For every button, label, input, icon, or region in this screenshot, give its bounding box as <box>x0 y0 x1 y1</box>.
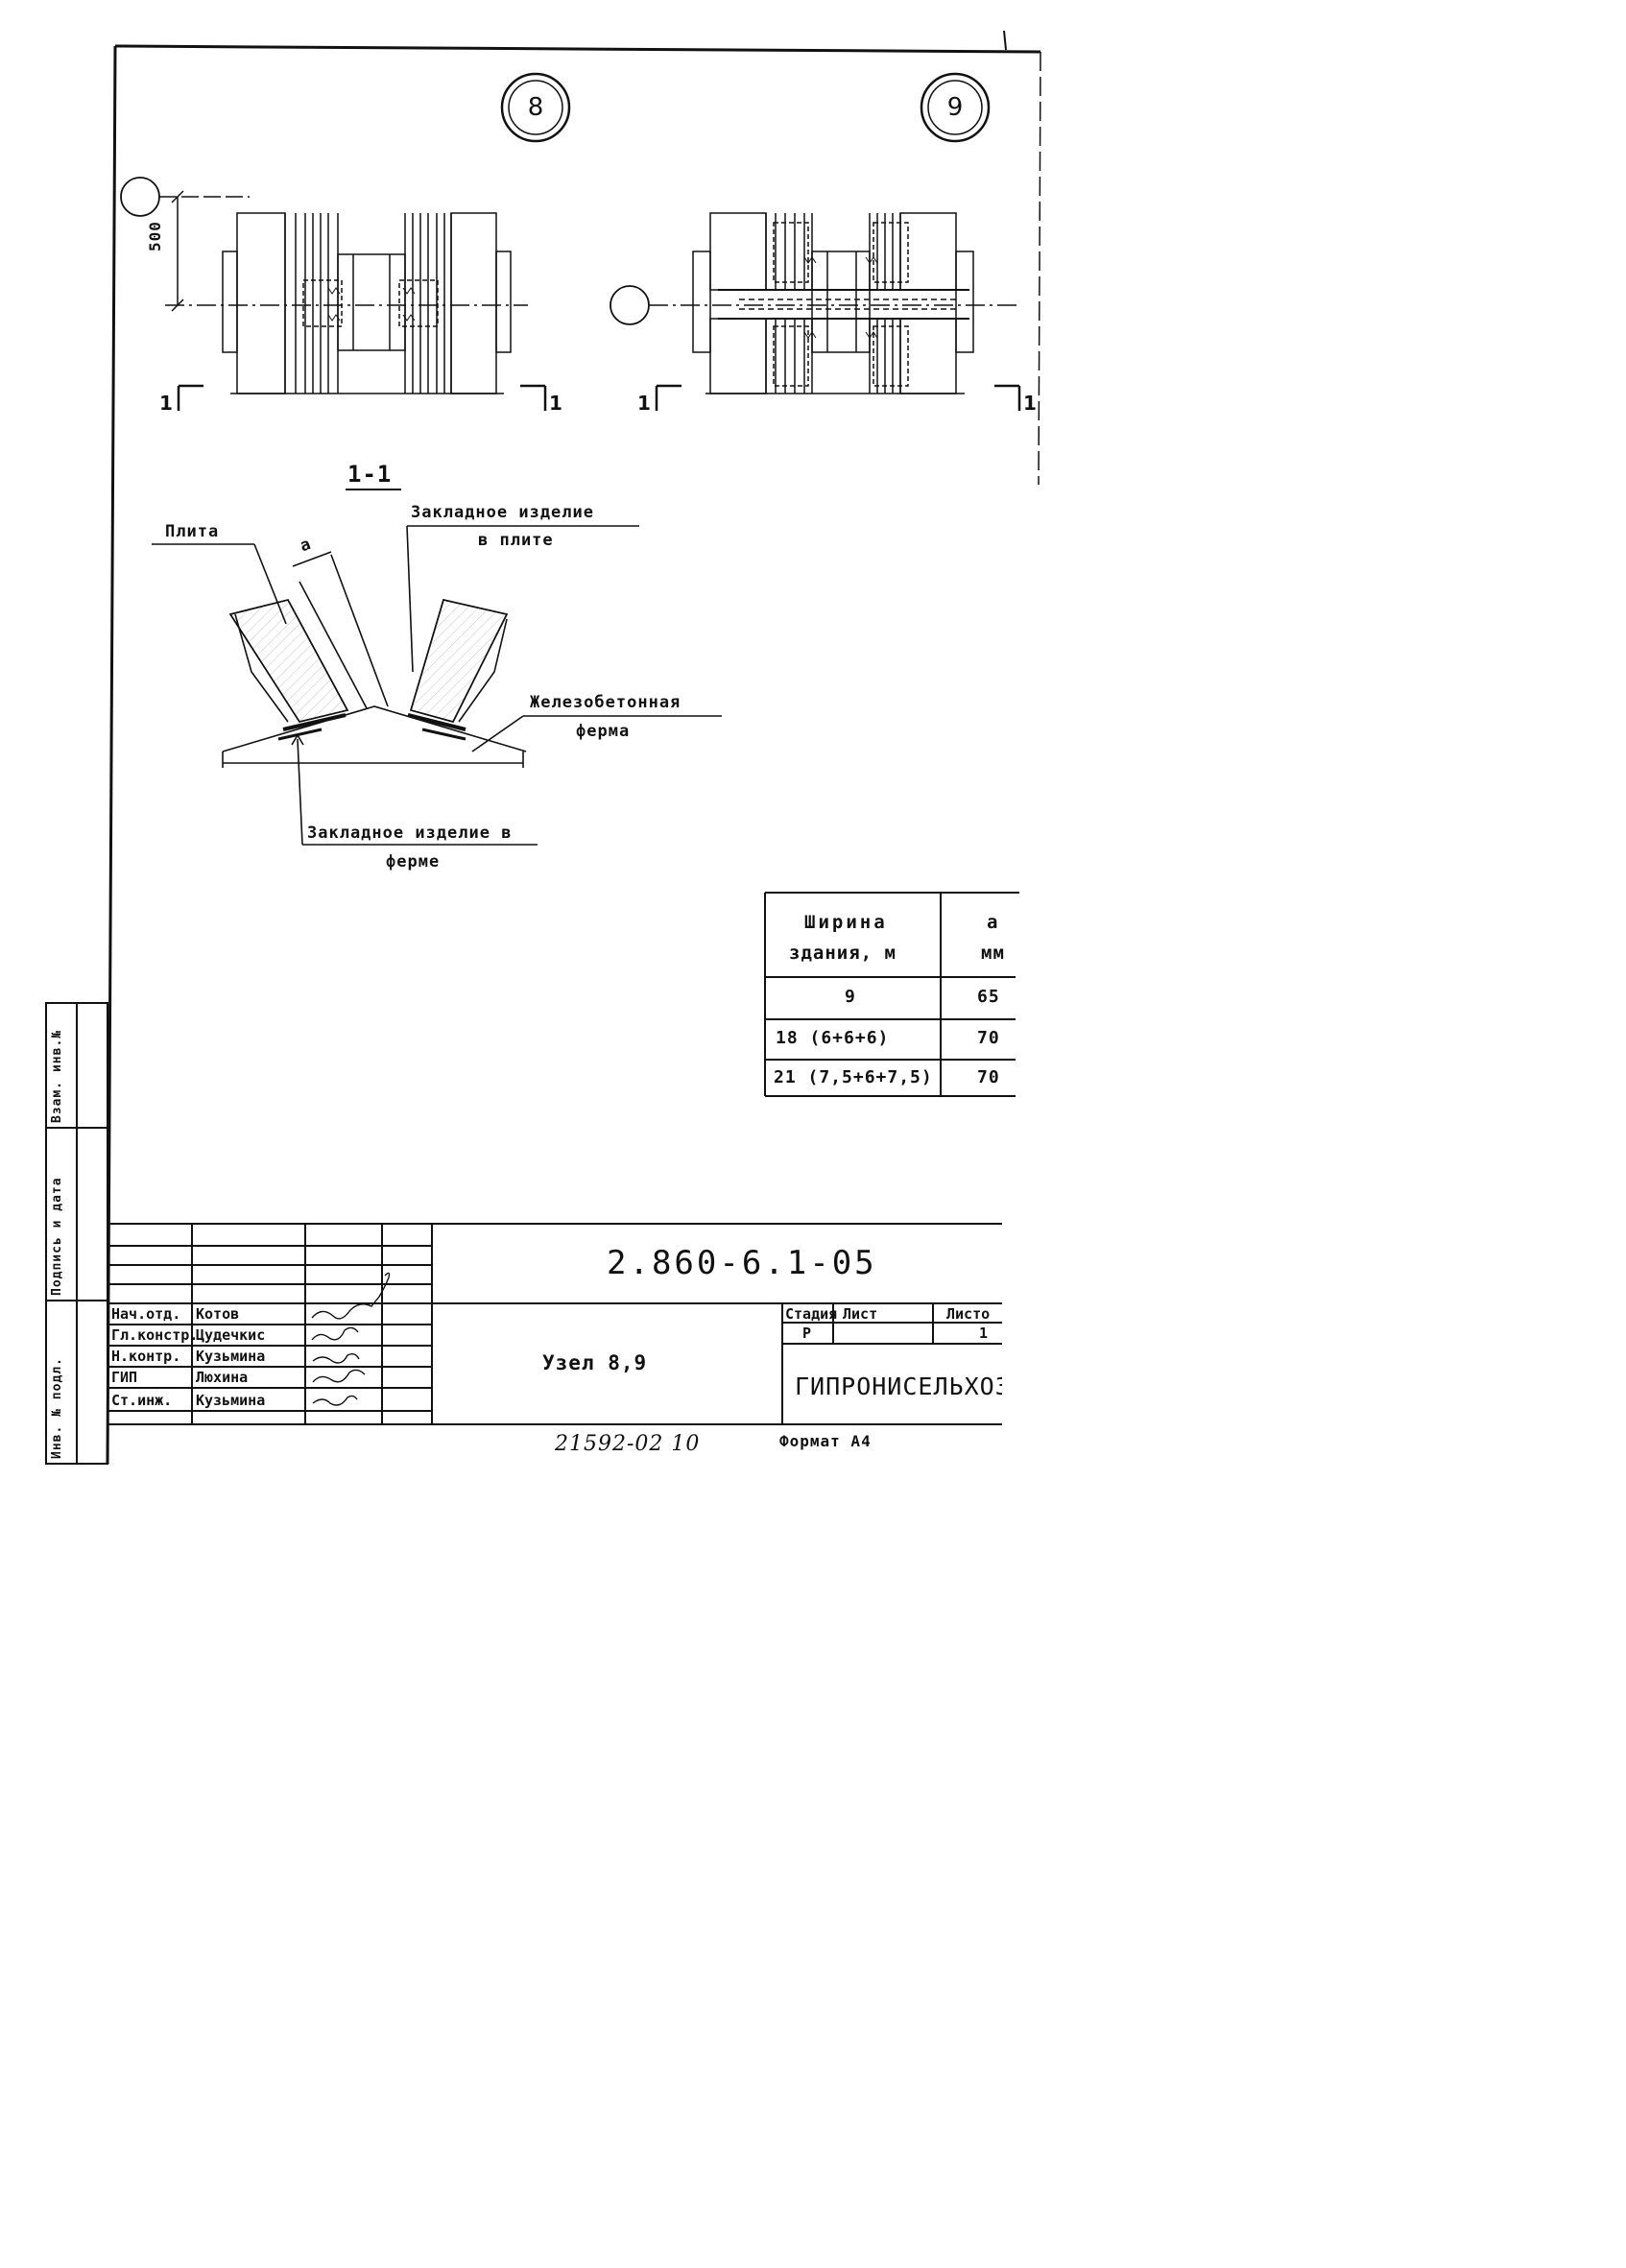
side-stamp-podpis-data: Подпись и дата <box>50 1177 64 1296</box>
sheets-value: 1 <box>979 1325 989 1342</box>
role-1: Гл.констр. <box>111 1326 199 1344</box>
label-truss-2: ферма <box>576 722 631 741</box>
cut-mark-left-a: 1 <box>159 392 173 415</box>
role-3: ГИП <box>111 1369 138 1386</box>
format-label: Формат А4 <box>779 1432 872 1450</box>
name-1: Цудечкис <box>196 1326 266 1344</box>
section-title: 1-1 <box>347 461 393 488</box>
node-9-marker <box>920 72 991 143</box>
doc-code: 2.860-6.1-05 <box>607 1244 877 1282</box>
name-0: Котов <box>196 1305 240 1323</box>
table-cell-width-1: 18 (6+6+6) <box>776 1028 890 1048</box>
cut-mark-right-b: 1 <box>1023 392 1037 415</box>
stage-value: Р <box>802 1325 812 1342</box>
label-embedded-truss-1: Закладное изделие в <box>307 824 513 843</box>
side-stamp-inv-podl: Инв. № подл. <box>50 1357 64 1459</box>
table-cell-a-2: 70 <box>977 1067 1000 1087</box>
table-header-a-1: a <box>987 912 999 933</box>
name-4: Кузьмина <box>196 1392 266 1409</box>
label-slab: Плита <box>165 522 220 541</box>
side-stamp-vzam-inv: Взам. инв.№ <box>50 1029 64 1123</box>
width-table-frame <box>764 892 1019 1097</box>
side-stamp-frame <box>45 1002 108 1465</box>
table-header-width-1: Ширина <box>804 912 888 933</box>
node-8-label: 8 <box>527 93 544 122</box>
sheet-frame <box>106 30 1041 1465</box>
plan-view-node-8 <box>120 177 547 411</box>
label-truss-1: Железобетонная <box>530 693 681 712</box>
archive-number: 21592-02 10 <box>555 1432 701 1456</box>
label-embedded-slab-1: Закладное изделие <box>411 503 594 522</box>
sheets-header: Листо <box>946 1305 991 1323</box>
section-1-1 <box>152 489 722 846</box>
node-9-label: 9 <box>946 93 964 122</box>
name-2: Кузьмина <box>196 1348 266 1365</box>
table-header-a-2: мм <box>981 943 1005 964</box>
label-embedded-truss-2: ферме <box>386 852 441 871</box>
cut-mark-right-a: 1 <box>637 392 651 415</box>
sheet-header: Лист <box>843 1305 878 1323</box>
role-4: Ст.инж. <box>111 1392 173 1409</box>
table-cell-width-2: 21 (7,5+6+7,5) <box>774 1067 933 1087</box>
role-0: Нач.отд. <box>111 1305 181 1323</box>
signatures <box>311 1272 391 1406</box>
technical-drawing <box>45 30 1041 1465</box>
table-header-width-2: здания, м <box>789 943 897 964</box>
cut-mark-left-b: 1 <box>549 392 562 415</box>
table-cell-a-0: 65 <box>977 987 1000 1007</box>
sheet-title: Узел 8,9 <box>542 1351 648 1374</box>
name-3: Люхина <box>196 1369 249 1386</box>
table-cell-width-0: 9 <box>845 987 856 1007</box>
drawing-sheet: 8 9 500 1 1 1 1 1-1 Плита a Закладное из… <box>0 0 1082 1509</box>
dimension-500-label: 500 <box>146 221 164 251</box>
table-cell-a-1: 70 <box>977 1028 1000 1048</box>
title-block-frame <box>108 1223 1002 1425</box>
stage-header: Стадия <box>785 1305 838 1323</box>
label-embedded-slab-2: в плите <box>478 531 554 550</box>
organization: ГИПРОНИСЕЛЬХОЗ <box>795 1373 1002 1400</box>
node-8-marker <box>500 72 571 143</box>
role-2: Н.контр. <box>111 1348 181 1365</box>
plan-view-node-9 <box>610 212 1021 411</box>
